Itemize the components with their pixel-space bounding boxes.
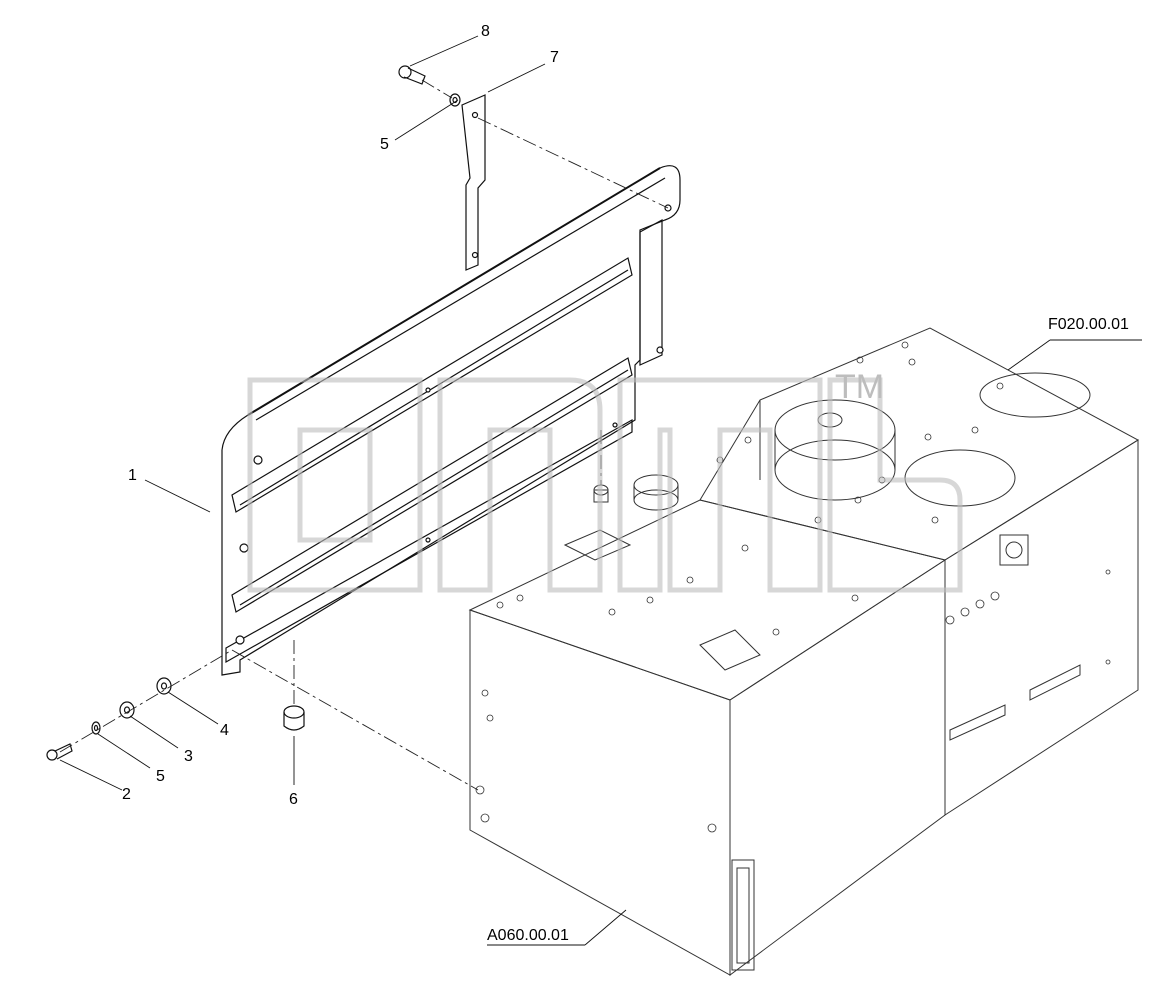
bolt-part-2: [46, 743, 73, 761]
callout-4: 4: [220, 722, 229, 739]
middle-rail: [231, 357, 633, 613]
sight-gauge: [731, 859, 755, 971]
bumper-part-6: [283, 705, 305, 731]
reference-label-f020: F020.00.01: [1048, 316, 1129, 333]
upper-rail: [231, 257, 633, 513]
callout-7: 7: [550, 49, 559, 66]
washer-part-5-bottom: [91, 721, 101, 735]
tank-top-face: [468, 499, 947, 701]
washer-part-4: [156, 677, 172, 695]
end-plate: [639, 218, 663, 366]
lower-rail: [225, 418, 633, 664]
tank-assembly: [468, 327, 1139, 976]
callout-5-bottom: 5: [156, 768, 165, 785]
washer-part-3: [119, 701, 135, 719]
callout-8: 8: [481, 23, 490, 40]
port-flange: [999, 534, 1029, 566]
filler-cover-large: [774, 399, 896, 461]
watermark-logo: [247, 377, 963, 593]
guard-outline: [221, 165, 681, 676]
breather-block: [699, 629, 761, 671]
guard-panel: [221, 165, 681, 676]
bolt-part-8: [398, 65, 426, 85]
hardware-stack: [46, 677, 172, 761]
bracket-part-7: [461, 94, 486, 271]
washer-part-5-top: [449, 93, 461, 107]
leader-lines: [59, 35, 1142, 946]
reference-label-a060: A060.00.01: [487, 927, 569, 944]
rear-tank-top: [699, 327, 1139, 561]
watermark-tm: TM: [835, 368, 885, 406]
callout-5-top: 5: [380, 136, 389, 153]
tank-front-face: [469, 609, 731, 976]
callout-6: 6: [289, 791, 298, 808]
rear-tank-side: [944, 439, 1139, 816]
callout-1: 1: [128, 467, 137, 484]
callout-3: 3: [184, 748, 193, 765]
round-cover-rear: [979, 372, 1091, 418]
callout-2: 2: [122, 786, 131, 803]
tank-right-face: [729, 559, 946, 976]
